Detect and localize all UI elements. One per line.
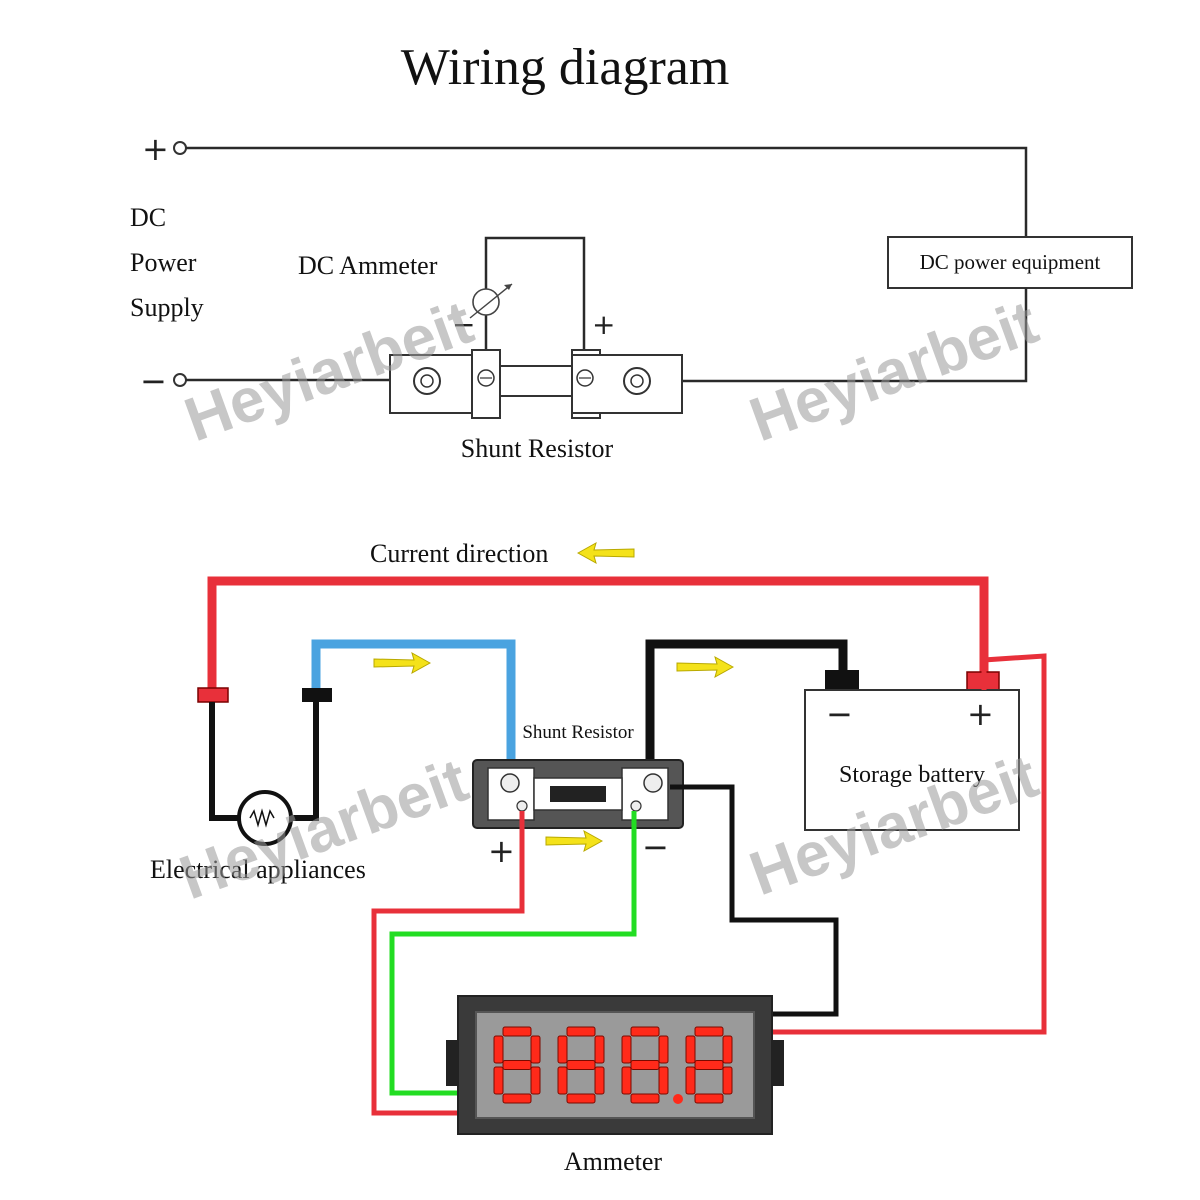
digit-segment-f (685, 1035, 696, 1064)
dc-power-equipment-box (887, 236, 1133, 289)
current-direction-label: Current direction (370, 539, 548, 568)
appliance-wire-left (209, 702, 240, 821)
ammeter-red-wire (371, 811, 525, 1116)
storage-battery-box (804, 689, 1020, 831)
digit-segment-g (694, 1060, 724, 1070)
load-zigzag-icon (249, 808, 275, 828)
supply-plus-terminal (173, 141, 187, 155)
watermark-2: Heyiarbeit (741, 288, 1046, 455)
digit-segment-b (658, 1035, 669, 1064)
shunt-plus-sign: + (488, 832, 515, 870)
digit-segment-f (493, 1035, 504, 1064)
bottom-shunt-label: Shunt Resistor (522, 722, 634, 743)
ammeter-plus-sign: + (592, 308, 615, 341)
digit-segment-c (658, 1066, 669, 1095)
power-supply-label-line2: Power (130, 248, 197, 277)
ammeter-loop-wire (484, 236, 586, 355)
bottom-shunt-resistor (472, 759, 684, 829)
top-shunt-resistor (389, 349, 683, 419)
appliance-red-terminal (197, 687, 229, 703)
flow-arrow-blue (373, 651, 432, 675)
ammeter-needle (469, 283, 513, 319)
appliance-black-terminal (302, 688, 332, 702)
digit-segment-b (530, 1035, 541, 1064)
digit-segment-a (630, 1026, 660, 1037)
red-main-wire (207, 576, 989, 690)
bottom-shunt-screw-left (500, 773, 520, 793)
ammeter-minus-sign: − (452, 308, 475, 341)
equipment-return-wire (682, 288, 1028, 383)
dc-power-equipment-label: DC power equipment (920, 250, 1101, 274)
current-direction-arrow (576, 541, 635, 565)
diagram-title: Wiring diagram (401, 39, 730, 96)
digit-segment-c (530, 1066, 541, 1095)
digit-segment-f (557, 1035, 568, 1064)
black-battery-wire (645, 639, 848, 765)
power-supply-label-line3: Supply (130, 293, 204, 322)
ammeter-green-wire (389, 811, 637, 1096)
ammeter-label: Ammeter (564, 1147, 663, 1176)
flow-arrow-black (676, 655, 735, 679)
digit-segment-d (694, 1093, 724, 1104)
watermark-3: Heyiarbeit (171, 746, 476, 913)
dc-ammeter-label: DC Ammeter (298, 251, 438, 280)
digit-segment-e (685, 1066, 696, 1095)
battery-plus-sign: + (967, 695, 994, 733)
digit-segment-a (694, 1026, 724, 1037)
digit-segment-b (722, 1035, 733, 1064)
power-supply-label-line1: DC (130, 203, 166, 232)
digit-segment-a (502, 1026, 532, 1037)
digit-segment-f (621, 1035, 632, 1064)
battery-minus-sign: − (826, 695, 853, 733)
top-shunt-label: Shunt Resistor (461, 434, 614, 463)
ammeter-symbol (472, 288, 500, 316)
bottom-shunt-screw-right (643, 773, 663, 793)
digit-segment-g (566, 1060, 596, 1070)
digit-segment-g (502, 1060, 532, 1070)
digit-segment-e (493, 1066, 504, 1095)
flow-arrow-shunt (545, 829, 604, 853)
supply-plus-sign: + (142, 130, 169, 168)
display-decimal-point (673, 1094, 683, 1104)
display-digit-2 (621, 1026, 669, 1104)
ammeter-power-red-wire (772, 653, 1047, 1035)
digit-segment-e (557, 1066, 568, 1095)
display-digit-0 (493, 1026, 541, 1104)
digit-segment-d (502, 1093, 532, 1104)
supply-positive-wire (186, 146, 1028, 237)
top-diagram: + DC Power Supply DC power equipment − D… (130, 130, 1133, 463)
appliance-wire-right (290, 702, 319, 821)
ammeter-display (446, 995, 784, 1135)
supply-minus-sign: − (140, 362, 167, 400)
appliance-load-symbol (237, 790, 293, 846)
digit-segment-g (630, 1060, 660, 1070)
digit-segment-c (722, 1066, 733, 1095)
shunt-minus-sign: − (642, 828, 669, 866)
storage-battery-label: Storage battery (839, 762, 985, 788)
bottom-diagram: Current direction Electrical appliances … (150, 539, 1047, 1176)
electrical-appliances-label: Electrical appliances (150, 855, 366, 884)
ammeter-arrowhead (504, 284, 512, 290)
display-digit-3 (685, 1026, 733, 1104)
display-digit-1 (557, 1026, 605, 1104)
digit-segment-e (621, 1066, 632, 1095)
supply-minus-terminal (173, 373, 187, 387)
ammeter-black-wire (670, 784, 839, 1017)
digit-segment-d (630, 1093, 660, 1104)
blue-wire (311, 639, 516, 765)
seven-segment-digits (493, 1026, 733, 1104)
digit-segment-c (594, 1066, 605, 1095)
digit-segment-a (566, 1026, 596, 1037)
digit-segment-d (566, 1093, 596, 1104)
digit-segment-b (594, 1035, 605, 1064)
battery-negative-post (825, 670, 859, 690)
